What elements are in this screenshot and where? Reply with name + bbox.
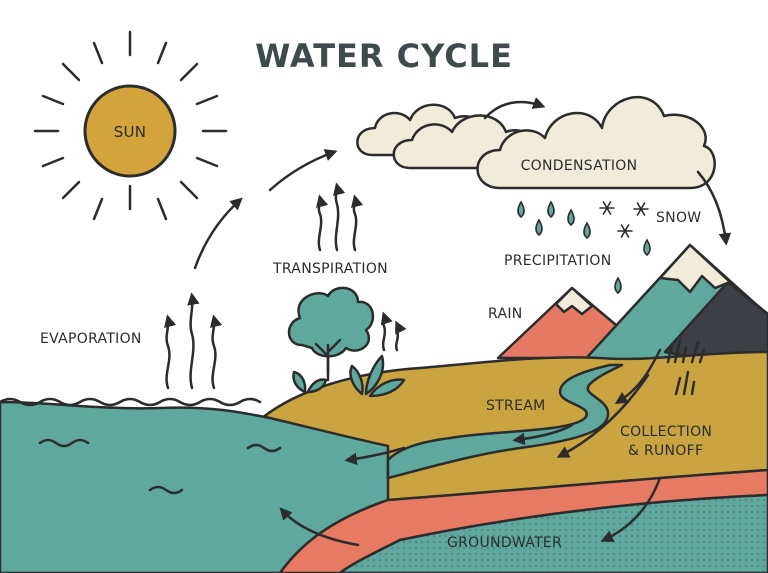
sun-disc [83,84,177,178]
cycle-arrows [193,97,732,270]
tree [287,286,375,382]
mountain-red-snowcap [554,286,594,316]
transpiration-arrows [316,182,407,352]
collection-label-line2: & RUNOFF [628,443,703,459]
arrow-to-cloud [268,149,338,192]
evaporation-label: EVAPORATION [40,331,142,347]
diagram-title: WATER CYCLE [255,37,513,75]
arrow-to-snow [696,170,732,246]
mountain-teal-snowcap [658,243,732,294]
runoff-arrows [279,348,662,547]
sun-rays [33,30,228,221]
snowflakes [599,201,649,238]
snow-label: SNOW [656,210,701,226]
collection-label-line1: COLLECTION [620,424,712,440]
rain-drops [517,200,651,295]
ocean-surface-waves [0,397,262,407]
stream-label: STREAM [486,398,545,414]
grass-mountain [666,338,706,364]
rain-label: RAIN [488,306,523,322]
arrow-up-left [193,197,243,270]
cloud-condensation: CONDENSATION [476,96,716,190]
groundwater-texture [340,495,768,573]
grass-land [674,370,696,396]
plants [292,338,706,398]
groundwater-label: GROUNDWATER [447,535,562,551]
transpiration-label: TRANSPIRATION [272,261,388,277]
ocean-small-waves [38,438,282,495]
precipitation-label: PRECIPITATION [504,253,612,269]
condensation-label: CONDENSATION [521,158,638,174]
precipitation: SNOW PRECIPITATION RAIN [488,200,701,322]
stream [386,363,624,480]
sun: SUN [33,30,228,221]
arrow-cloud-right [483,97,546,120]
sun-label: SUN [114,123,147,141]
evaporation-arrows [164,292,223,390]
